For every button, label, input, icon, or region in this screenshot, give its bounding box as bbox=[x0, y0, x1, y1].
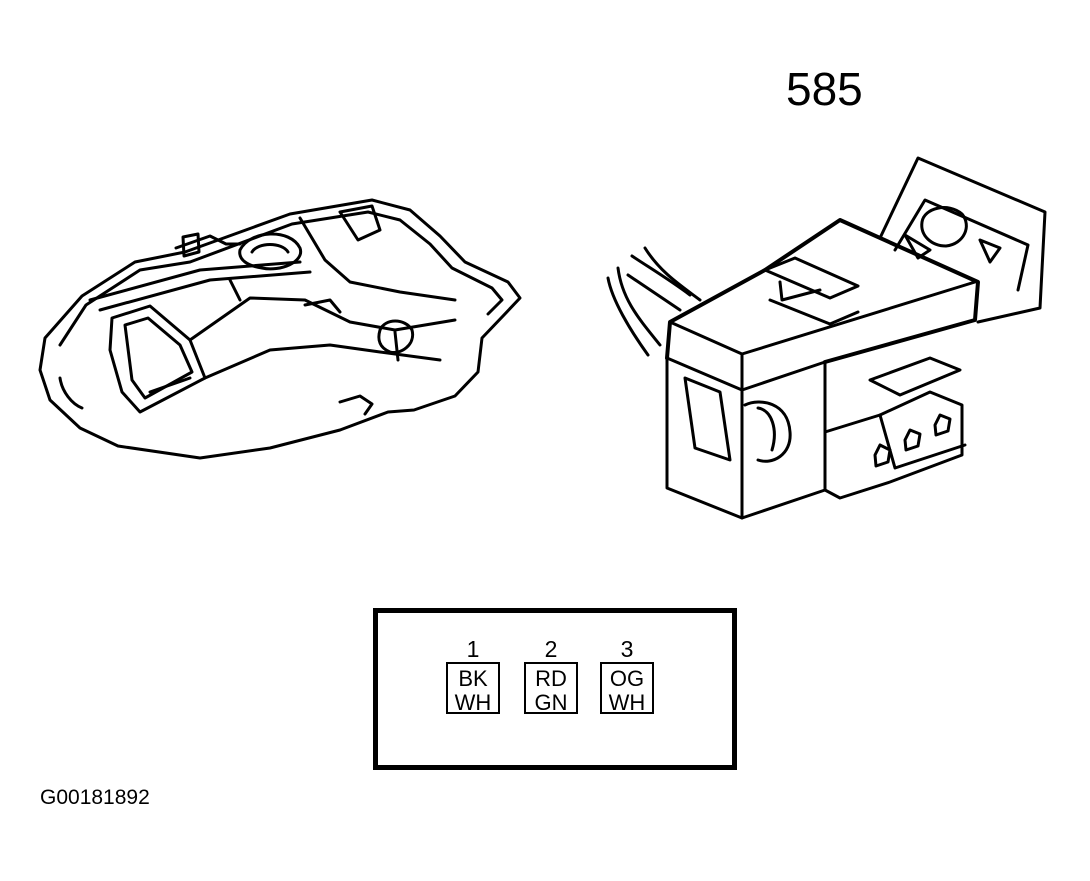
wire-color-primary: OG bbox=[609, 666, 645, 691]
pin-1: 1 BK WH bbox=[444, 636, 502, 715]
pin-3: 3 OG WH bbox=[598, 636, 656, 715]
pin-number: 3 bbox=[620, 636, 634, 662]
wire-color-primary: BK bbox=[458, 666, 488, 691]
pin-wire-color: OG WH bbox=[600, 662, 654, 715]
pin-number: 2 bbox=[544, 636, 558, 662]
wire-color-primary: RD bbox=[535, 666, 567, 691]
pin-number: 1 bbox=[466, 636, 480, 662]
pin-2: 2 RD GN bbox=[522, 636, 580, 715]
pin-wire-color: BK WH bbox=[446, 662, 500, 715]
wire-color-stripe: GN bbox=[534, 690, 568, 715]
wire-color-stripe: WH bbox=[608, 690, 646, 715]
fuel-tank-illustration bbox=[38, 198, 522, 460]
connector-pinout-box: 1 BK WH 2 RD GN 3 OG WH bbox=[373, 608, 737, 770]
connector-illustration bbox=[606, 156, 1047, 520]
figure-id-label: G00181892 bbox=[40, 786, 150, 809]
connector-number-label: 585 bbox=[786, 63, 863, 115]
pin-wire-color: RD GN bbox=[524, 662, 578, 715]
wire-color-stripe: WH bbox=[454, 690, 492, 715]
